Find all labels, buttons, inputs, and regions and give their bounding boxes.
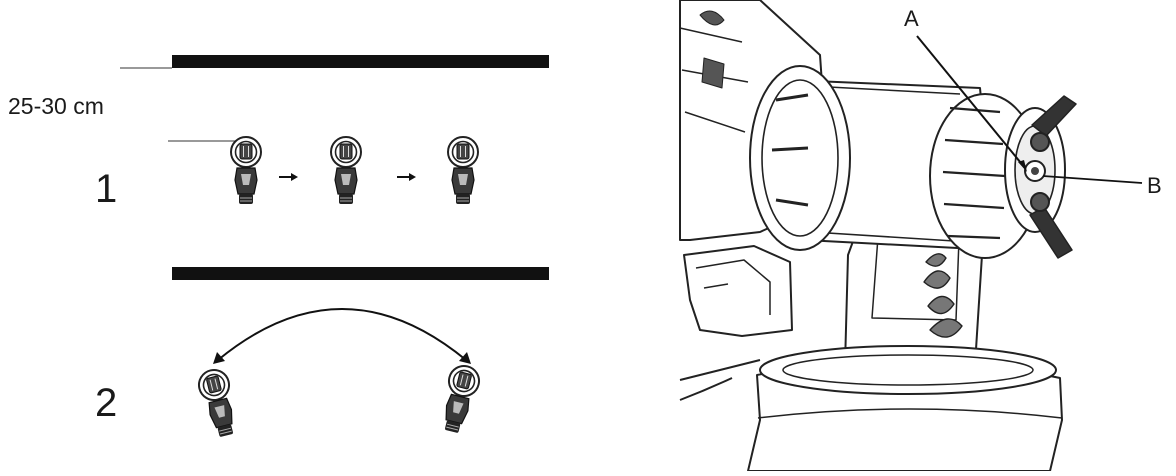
figure-2 bbox=[196, 309, 482, 439]
bottom-surface-bar bbox=[172, 267, 549, 280]
figure-number-1: 1 bbox=[95, 167, 117, 212]
top-surface-bar bbox=[172, 55, 549, 68]
arrow-head-right bbox=[459, 352, 471, 364]
figure-1 bbox=[120, 55, 549, 280]
spray-gun-position-1 bbox=[231, 137, 261, 204]
figure-number-2: 2 bbox=[95, 381, 117, 426]
callout-label-b: B bbox=[1147, 173, 1162, 199]
callout-label-a: A bbox=[904, 6, 919, 32]
spray-gun-tilted-right bbox=[437, 363, 482, 435]
sprayer-detail-illustration bbox=[680, 0, 1076, 471]
swing-arc-arrow bbox=[218, 309, 466, 360]
spray-gun-tilted-left bbox=[196, 367, 241, 439]
distance-label: 25-30 cm bbox=[8, 93, 104, 120]
arrow-head-left bbox=[213, 352, 225, 364]
spray-gun-position-3 bbox=[448, 137, 478, 204]
spray-gun-position-2 bbox=[331, 137, 361, 204]
